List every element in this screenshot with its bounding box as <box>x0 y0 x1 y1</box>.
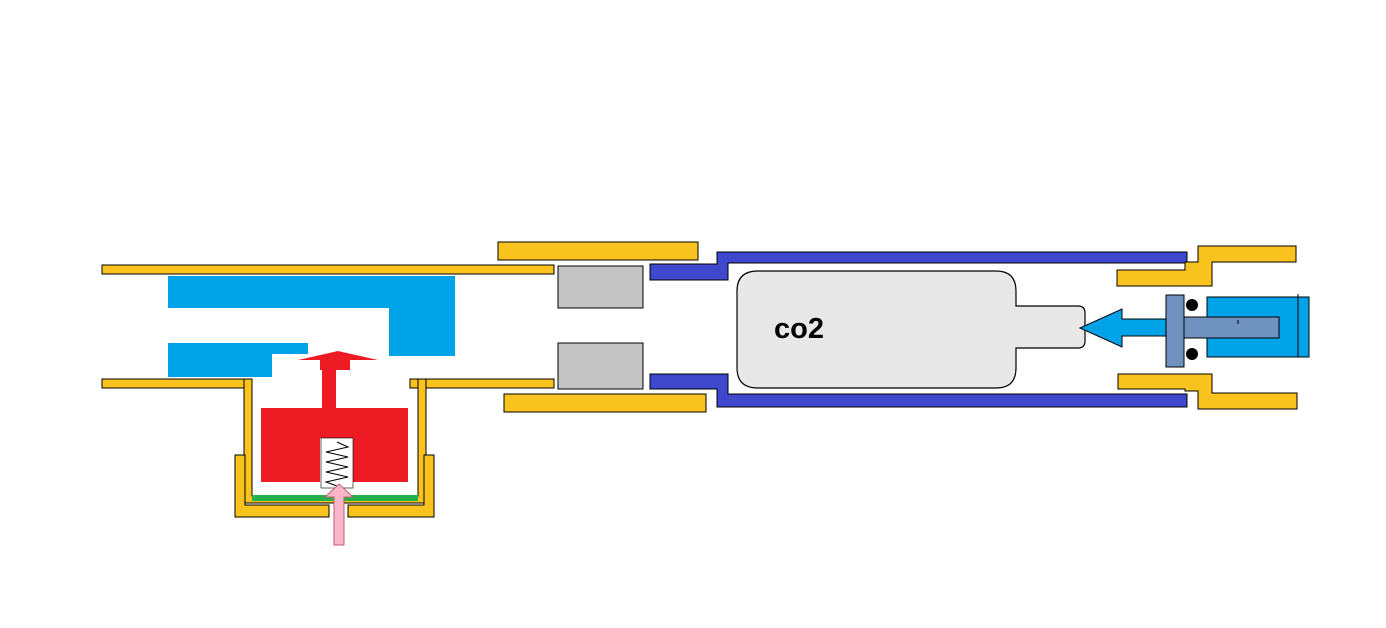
valve-outer-cup <box>234 454 330 518</box>
navy-tube-bottom <box>649 373 1188 408</box>
red-up-arrow <box>298 351 378 370</box>
spring-cavity <box>320 437 354 489</box>
barrel-section <box>497 241 1188 413</box>
co2-cartridge: co2 <box>736 270 1086 389</box>
pink-push-arrow <box>323 483 355 546</box>
end-cap-assembly <box>1078 245 1310 410</box>
gray-block-top <box>557 265 644 309</box>
valve-top-rail <box>101 264 555 275</box>
valve-assembly <box>101 264 555 546</box>
o-ring-top <box>1186 299 1198 311</box>
end-cap-top <box>1116 245 1297 287</box>
red-piston <box>261 369 408 482</box>
top-yellow-plate <box>497 241 699 261</box>
plunger-rod <box>1183 316 1280 339</box>
plunger-plate <box>1165 294 1185 368</box>
co2-label: co2 <box>774 313 824 345</box>
valve-bottom-rail-left <box>101 378 253 389</box>
valve-bottom-rail-right <box>409 378 555 389</box>
valve-chamber-housing <box>243 378 427 504</box>
o-ring-bottom <box>1186 348 1198 360</box>
co2-cartridge-body <box>736 270 1086 389</box>
piercing-pin-arrow <box>1078 308 1167 348</box>
spring <box>324 441 350 487</box>
gray-block-bottom <box>557 342 644 390</box>
valve-outer-cup-right <box>347 454 435 518</box>
bottom-yellow-plate <box>503 393 707 413</box>
end-cap-bottom <box>1117 373 1298 410</box>
blue-valve-body <box>168 276 455 356</box>
blue-valve-lower <box>168 343 308 377</box>
